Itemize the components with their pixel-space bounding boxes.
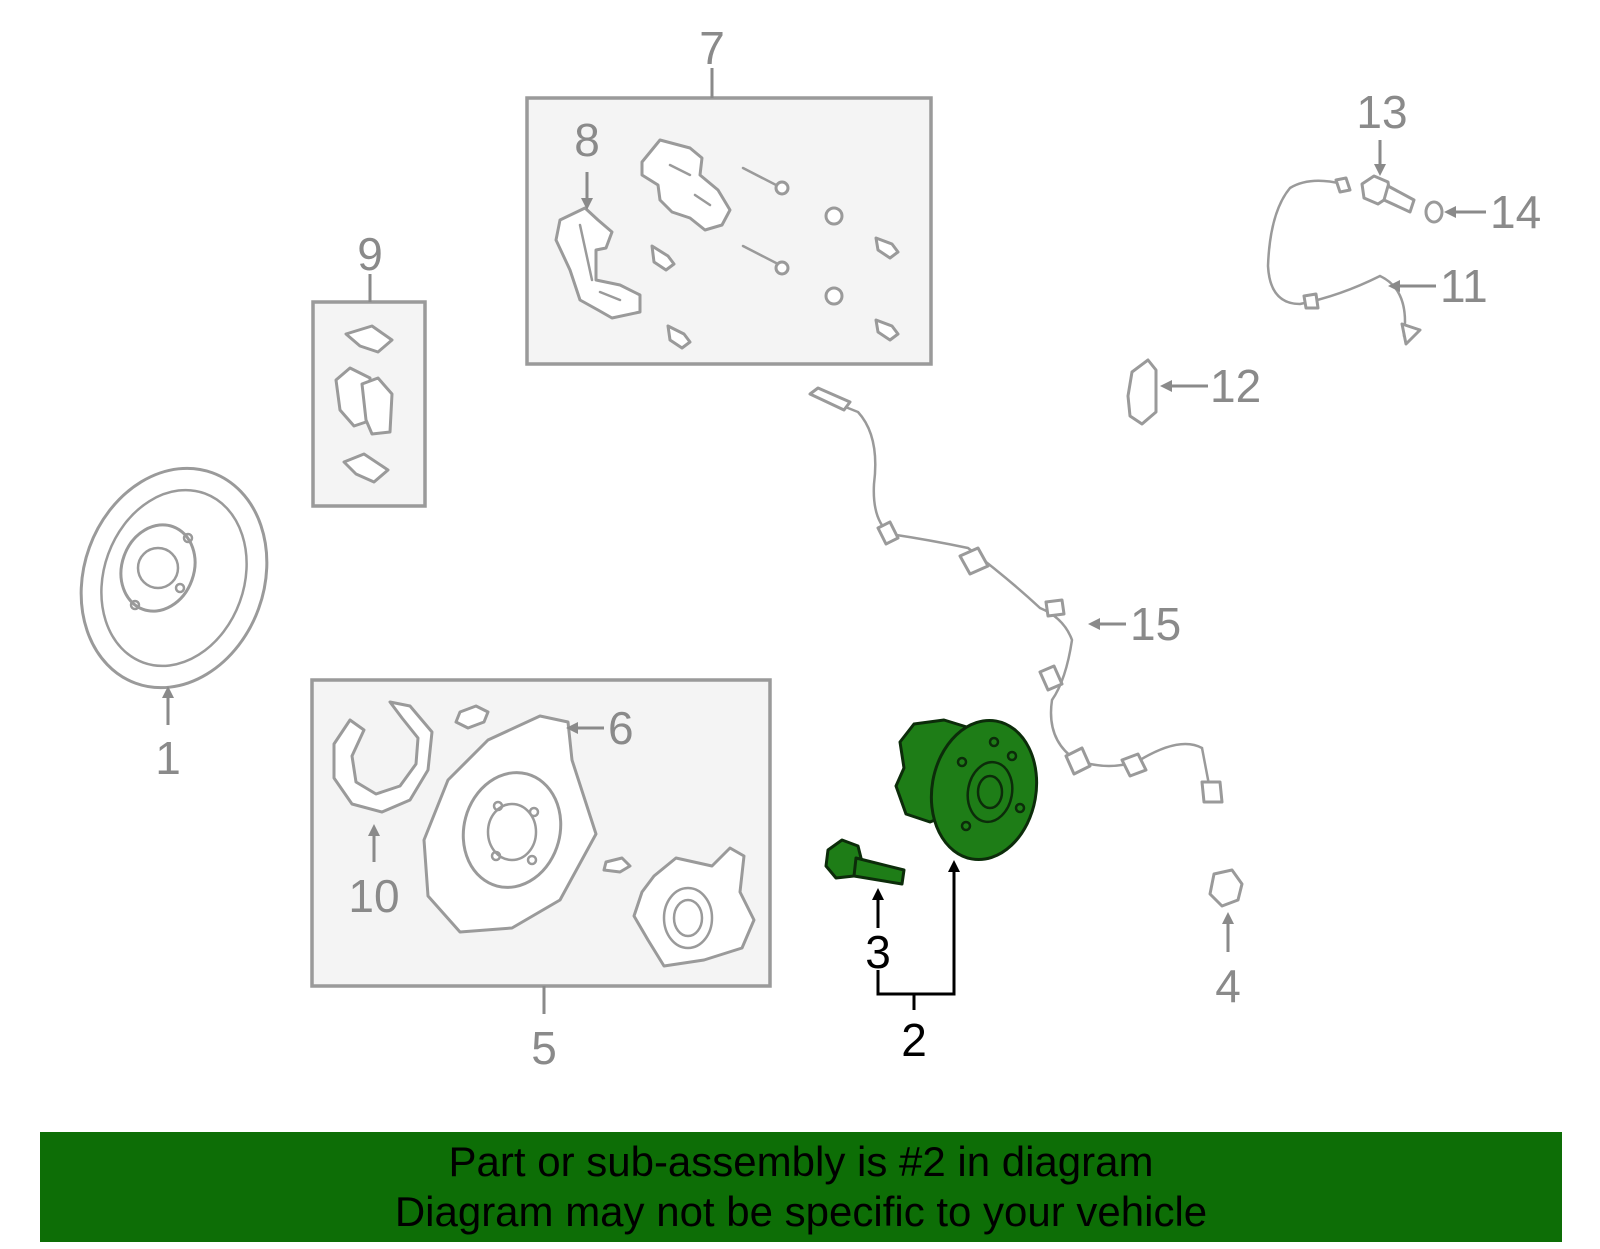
callout-1[interactable]: 1 [155, 732, 181, 784]
parking-brake-shoe-part[interactable] [332, 700, 434, 814]
hub-nut-part[interactable] [1208, 868, 1244, 908]
wheel-stud-part[interactable] [824, 838, 906, 886]
callout-8[interactable]: 8 [574, 114, 600, 166]
callout-9[interactable]: 9 [357, 228, 383, 280]
abs-sensor-wire-part[interactable] [808, 386, 1224, 804]
callout-6[interactable]: 6 [608, 702, 634, 754]
caliper-body-part [640, 138, 732, 232]
callout-13[interactable]: 13 [1356, 86, 1407, 138]
callout-12[interactable]: 12 [1210, 360, 1261, 412]
callout-14[interactable]: 14 [1490, 186, 1541, 238]
callout-11[interactable]: 11 [1440, 260, 1488, 312]
brake-pads-part [334, 324, 394, 484]
banner-line-2: Diagram may not be specific to your vehi… [394, 1188, 1208, 1235]
brake-rotor-part[interactable] [51, 442, 297, 714]
sensor-bracket-part[interactable] [1126, 358, 1158, 426]
abs-wire-harness-part[interactable] [1266, 176, 1422, 346]
callout-7[interactable]: 7 [699, 22, 725, 74]
caliper-bracket-part[interactable] [554, 206, 642, 320]
banner-line-1: Part or sub-assembly is #2 in diagram [448, 1138, 1154, 1185]
backing-plate-part[interactable] [422, 704, 598, 934]
rear-caliper-part [602, 846, 756, 968]
info-banner: Part or sub-assembly is #2 in diagram Di… [40, 1132, 1562, 1242]
washer-part[interactable] [1424, 200, 1444, 224]
callout-10[interactable]: 10 [348, 870, 399, 922]
callout-15[interactable]: 15 [1130, 598, 1181, 650]
caliper-bolts [650, 166, 900, 350]
callout-2[interactable]: 2 [901, 1014, 927, 1066]
sensor-bolt-part[interactable] [1360, 174, 1416, 214]
callout-3[interactable]: 3 [865, 926, 891, 978]
callout-5[interactable]: 5 [531, 1022, 557, 1074]
wheel-hub-assembly-part[interactable] [894, 712, 1047, 868]
callout-4[interactable]: 4 [1215, 960, 1241, 1012]
